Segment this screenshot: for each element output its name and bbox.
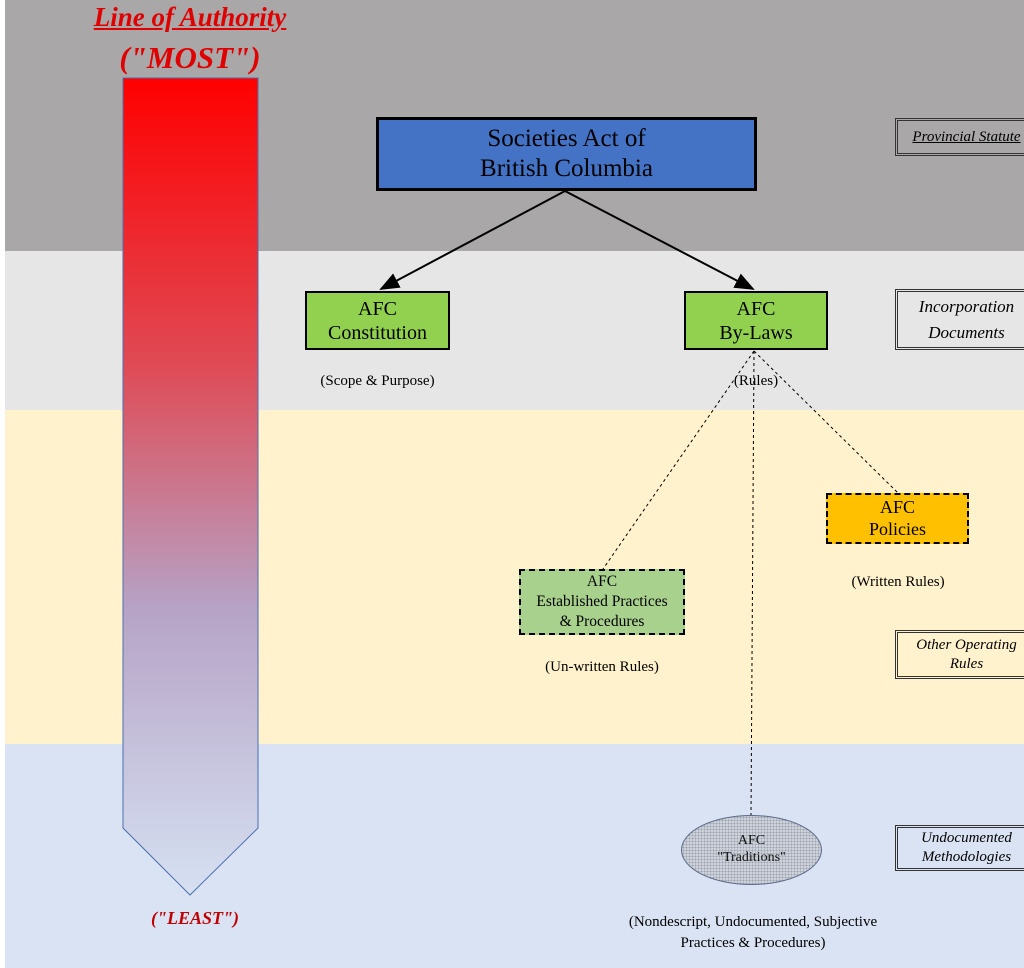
line-of-authority-title: Line of Authority	[93, 2, 287, 32]
traditions-caption-line2: Practices & Procedures)	[680, 935, 826, 951]
traditions-line1: AFC	[737, 833, 766, 849]
practices-line2: Established Practices	[536, 592, 668, 610]
bylaws-caption: (Rules)	[733, 373, 779, 389]
practices-line3: & Procedures	[559, 613, 645, 631]
societies-act-box: Societies Act of British Columbia	[376, 117, 757, 191]
bylaws-line1: AFC	[736, 297, 776, 320]
traditions-ellipse: AFC "Traditions"	[681, 815, 822, 885]
policies-box: AFC Policies	[826, 493, 969, 544]
bylaws-line2: By-Laws	[719, 321, 793, 344]
constitution-line1: AFC	[358, 297, 397, 320]
practices-caption: (Un-written Rules)	[545, 659, 659, 675]
side-label-statute-text: Provincial Statute	[912, 128, 1021, 145]
societies-act-line2: British Columbia	[480, 155, 653, 182]
side-label-operating-line1: Other Operating	[916, 636, 1017, 653]
side-label-operating-line2: Rules	[949, 655, 984, 672]
side-label-incorporation-line1: Incorporation	[918, 297, 1015, 316]
side-label-undocumented-line1: Undocumented	[921, 830, 1012, 847]
side-label-undocumented-methodologies: Undocumented Methodologies	[895, 825, 1024, 871]
constitution-box: AFC Constitution	[305, 291, 450, 350]
side-label-incorporation-line2: Documents	[928, 322, 1005, 342]
bylaws-box: AFC By-Laws	[684, 291, 828, 350]
policies-line1: AFC	[879, 496, 915, 517]
side-label-provincial-statute: Provincial Statute	[895, 118, 1024, 156]
side-label-undocumented-line2: Methodologies	[921, 849, 1012, 865]
traditions-line2: "Traditions"	[717, 850, 786, 865]
constitution-caption: (Scope & Purpose)	[320, 373, 435, 389]
practices-box: AFC Established Practices & Procedures	[519, 569, 685, 635]
policies-caption: (Written Rules)	[851, 574, 945, 590]
traditions-caption: (Nondescript, Undocumented, Subjective P…	[598, 912, 908, 954]
side-label-other-operating-rules: Other Operating Rules	[895, 630, 1024, 679]
least-label: ("LEAST")	[151, 908, 239, 928]
practices-line1: AFC	[586, 572, 618, 590]
side-label-incorporation-documents: Incorporation Documents	[895, 289, 1024, 350]
traditions-caption-line1: (Nondescript, Undocumented, Subjective	[628, 914, 878, 930]
policies-line2: Policies	[869, 518, 926, 539]
constitution-line2: Constitution	[328, 321, 427, 344]
most-label: ("MOST")	[119, 40, 261, 75]
societies-act-line1: Societies Act of	[487, 125, 646, 152]
